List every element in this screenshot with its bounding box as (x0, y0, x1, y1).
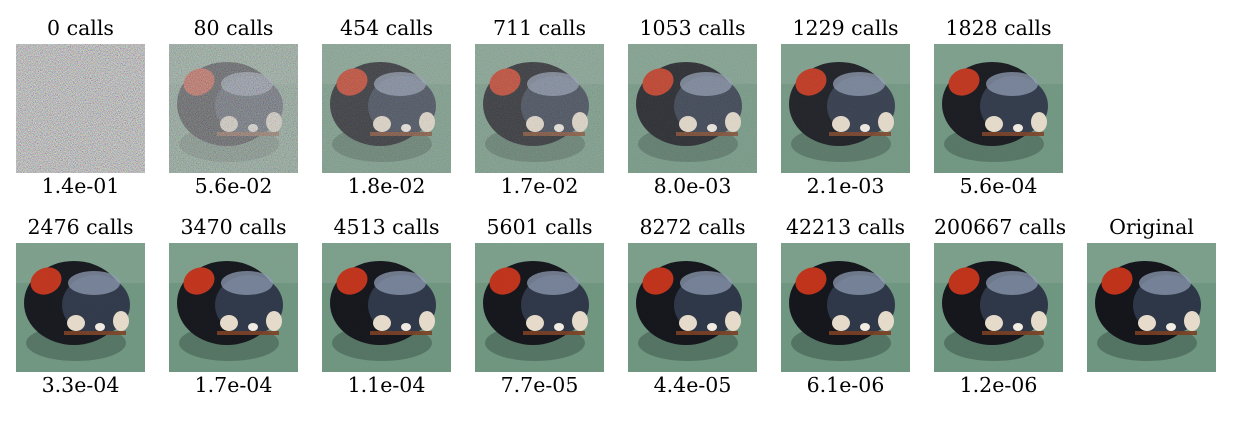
panel-title: 711 calls (475, 16, 604, 40)
noise-overlay (169, 243, 298, 372)
thumbnail (628, 44, 757, 173)
thumbnail (781, 243, 910, 372)
ladybug-image (322, 44, 451, 173)
noise-overlay (16, 243, 145, 372)
ladybug-image (322, 243, 451, 372)
thumbnail-panel: 0 calls 1.4e-01 (16, 16, 169, 196)
left-marking (1138, 315, 1156, 331)
panel-value: 2.1e-03 (781, 174, 910, 198)
thumbnail-panel: Original (1087, 215, 1240, 395)
thumbnail-panel: 42213 calls 6.1e-06 (781, 215, 934, 395)
panel-value: 1.8e-02 (322, 174, 451, 198)
panel-title: 80 calls (169, 16, 298, 40)
thumbnail-panel: 4513 calls 1.1e-04 (322, 215, 475, 395)
panel-value: 1.4e-01 (16, 174, 145, 198)
thumbnail (934, 243, 1063, 372)
panel-title: 3470 calls (169, 215, 298, 239)
thumbnail (628, 243, 757, 372)
ladybug-image (934, 44, 1063, 173)
noise-overlay (781, 44, 910, 173)
thumbnail-panel: 711 calls 1.7e-02 (475, 16, 628, 196)
thumbnail (1087, 243, 1216, 372)
thumbnail (169, 243, 298, 372)
panel-value: 1.1e-04 (322, 373, 451, 397)
panel-title: 1828 calls (934, 16, 1063, 40)
panel-value: 1.7e-02 (475, 174, 604, 198)
thumbnail (169, 44, 298, 173)
thumbnail-panel: 1828 calls 5.6e-04 (934, 16, 1087, 196)
noise-overlay (322, 44, 451, 173)
center-marking (1166, 323, 1176, 331)
noise-overlay (475, 44, 604, 173)
noise-overlay (475, 243, 604, 372)
panel-title: 5601 calls (475, 215, 604, 239)
thumbnail-panel: 454 calls 1.8e-02 (322, 16, 475, 196)
thumbnail (781, 44, 910, 173)
panel-value: 5.6e-04 (934, 174, 1063, 198)
right-marking (1184, 311, 1200, 331)
panel-value: 3.3e-04 (16, 373, 145, 397)
ladybug-image (781, 44, 910, 173)
panel-value: 7.7e-05 (475, 373, 604, 397)
thumbnail-panel: 1229 calls 2.1e-03 (781, 16, 934, 196)
panel-value: 1.7e-04 (169, 373, 298, 397)
panel-title: 0 calls (16, 16, 145, 40)
thumbnail-panel: 3470 calls 1.7e-04 (169, 215, 322, 395)
panel-title: 42213 calls (781, 215, 910, 239)
noise-overlay (16, 44, 145, 173)
thumbnail (16, 243, 145, 372)
thumbnail (934, 44, 1063, 173)
thumbnail-panel: 200667 calls 1.2e-06 (934, 215, 1087, 395)
noise-overlay (169, 44, 298, 173)
noise-overlay (934, 44, 1063, 173)
panel-value: 5.6e-02 (169, 174, 298, 198)
noise-overlay (628, 44, 757, 173)
thumbnail (475, 44, 604, 173)
panel-title: 2476 calls (16, 215, 145, 239)
legs (1135, 331, 1197, 335)
thumbnail-panel: 8272 calls 4.4e-05 (628, 215, 781, 395)
noise-overlay (781, 243, 910, 372)
ladybug-image (628, 44, 757, 173)
noise-overlay (628, 243, 757, 372)
panel-value: 6.1e-06 (781, 373, 910, 397)
ladybug-image (1087, 243, 1216, 372)
thumbnail-panel: 1053 calls 8.0e-03 (628, 16, 781, 196)
ladybug-image (781, 243, 910, 372)
shell-highlight (1139, 271, 1191, 295)
panel-title: 4513 calls (322, 215, 451, 239)
panel-title: 1053 calls (628, 16, 757, 40)
thumbnail (16, 44, 145, 173)
panel-value: 8.0e-03 (628, 174, 757, 198)
panel-value: 1.2e-06 (934, 373, 1063, 397)
panel-title: 454 calls (322, 16, 451, 40)
thumbnail-panel: 80 calls 5.6e-02 (169, 16, 322, 196)
noise-overlay (322, 243, 451, 372)
panel-title: Original (1087, 215, 1216, 239)
ladybug-image (934, 243, 1063, 372)
ladybug-image (169, 243, 298, 372)
thumbnail-panel: 2476 calls 3.3e-04 (16, 215, 169, 395)
ladybug-image (475, 44, 604, 173)
thumbnail (322, 44, 451, 173)
ladybug-image (16, 243, 145, 372)
ladybug-image (16, 44, 145, 173)
panel-title: 1229 calls (781, 16, 910, 40)
ladybug-image (628, 243, 757, 372)
ladybug-image (169, 44, 298, 173)
noise-overlay (934, 243, 1063, 372)
thumbnail-panel: 5601 calls 7.7e-05 (475, 215, 628, 395)
panel-title: 8272 calls (628, 215, 757, 239)
thumbnail (322, 243, 451, 372)
thumbnail (475, 243, 604, 372)
panel-title: 200667 calls (934, 215, 1063, 239)
panel-value: 4.4e-05 (628, 373, 757, 397)
ladybug-image (475, 243, 604, 372)
